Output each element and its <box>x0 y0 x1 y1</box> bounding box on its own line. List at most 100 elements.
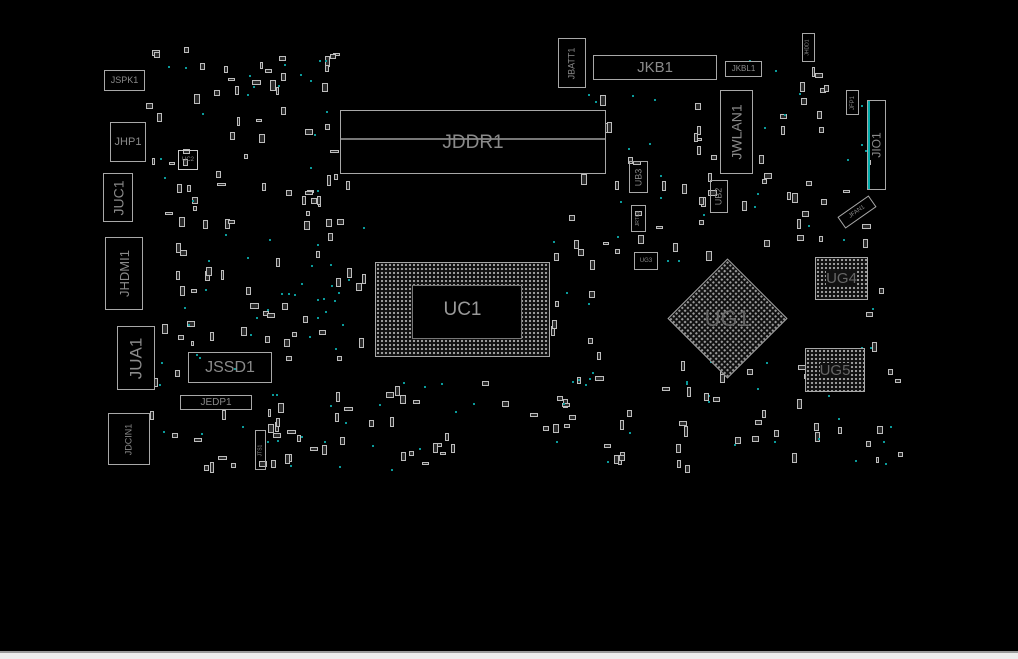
smd-component <box>661 181 667 192</box>
smd-component <box>712 397 720 403</box>
via <box>555 441 558 444</box>
via <box>301 436 304 439</box>
via <box>337 292 340 295</box>
via <box>890 426 893 429</box>
component-ug5[interactable]: UG5 <box>805 348 865 392</box>
smd-component <box>602 241 610 245</box>
component-jhdd1[interactable]: JHDD1 <box>802 33 815 62</box>
component-jssd1[interactable]: JSSD1 <box>188 352 272 383</box>
smd-component <box>805 181 812 187</box>
smd-component <box>813 423 820 431</box>
component-jua1[interactable]: JUA1 <box>117 326 155 390</box>
component-jhp1[interactable]: JHP1 <box>110 122 146 162</box>
smd-component <box>176 271 181 281</box>
via <box>196 354 198 357</box>
component-jwlan1[interactable]: JWLAN1 <box>720 90 753 174</box>
component-label: JKB1 <box>637 59 673 76</box>
smd-component <box>694 133 699 142</box>
via <box>872 308 875 311</box>
component-uc2[interactable]: UC2 <box>178 150 198 170</box>
via <box>184 66 187 69</box>
smd-component <box>171 433 179 439</box>
component-jio1[interactable]: JIO1 <box>867 100 886 190</box>
smd-component <box>194 437 202 442</box>
smd-component <box>203 465 210 471</box>
component-jedp1[interactable]: JEDP1 <box>180 395 252 410</box>
via <box>864 150 867 153</box>
via <box>424 385 427 388</box>
via <box>616 236 619 239</box>
smd-component <box>281 72 287 81</box>
smd-component <box>823 84 829 93</box>
via <box>330 263 333 266</box>
smd-component <box>895 378 902 383</box>
smd-component <box>897 451 904 458</box>
smd-component <box>862 239 868 249</box>
smd-component <box>450 444 455 453</box>
component-jfan1[interactable]: JFAN1 <box>837 195 877 229</box>
horizontal-scrollbar[interactable] <box>0 651 1018 659</box>
smd-component <box>554 252 560 261</box>
component-uc1[interactable]: UC1 <box>375 262 550 357</box>
via <box>159 157 162 160</box>
smd-component <box>241 327 247 337</box>
via <box>577 378 580 381</box>
smd-component <box>698 196 705 205</box>
component-jhdmi1[interactable]: JHDMI1 <box>105 237 143 310</box>
via <box>882 440 885 443</box>
smd-component <box>154 377 158 388</box>
smd-component <box>180 250 188 256</box>
component-jspk1[interactable]: JSPK1 <box>104 70 145 91</box>
smd-component <box>600 94 607 106</box>
component-jdcin1[interactable]: JDCIN1 <box>108 413 150 465</box>
smd-component <box>210 462 214 473</box>
component-ub2[interactable]: UB2 <box>710 180 728 213</box>
smd-component <box>697 145 701 155</box>
component-jfp1[interactable]: JFP1 <box>846 90 859 115</box>
via <box>594 101 597 104</box>
component-ub3[interactable]: UB3 <box>629 161 648 193</box>
component-jbatt1[interactable]: JBATT1 <box>558 38 586 88</box>
component-jkb1[interactable]: JKB1 <box>593 55 717 80</box>
via <box>276 439 279 442</box>
smd-component <box>301 195 307 205</box>
component-label: JBATT1 <box>566 47 577 79</box>
smd-component <box>818 126 824 133</box>
component-jkbl1[interactable]: JKBL1 <box>725 61 762 77</box>
smd-component <box>747 368 753 375</box>
via <box>734 443 737 446</box>
via <box>309 166 312 169</box>
smd-component <box>316 250 321 259</box>
component-jts1[interactable]: JTS1 <box>255 430 266 470</box>
smd-component <box>432 443 438 454</box>
via <box>667 259 670 262</box>
via <box>201 112 204 115</box>
via <box>207 259 210 262</box>
via <box>204 288 207 291</box>
smd-component <box>278 402 285 414</box>
component-jrtc1[interactable]: JRTC1 <box>631 205 646 232</box>
smd-component <box>336 219 345 225</box>
component-ug1[interactable]: UG1 <box>667 258 788 379</box>
smd-component <box>816 111 823 119</box>
via <box>754 206 757 209</box>
smd-component <box>330 150 339 154</box>
smd-component <box>346 181 351 190</box>
smd-component <box>218 455 227 461</box>
smd-component <box>282 302 289 311</box>
component-label: JSPK1 <box>110 75 139 85</box>
component-juc1[interactable]: JUC1 <box>103 173 133 222</box>
smd-component <box>193 205 197 212</box>
smd-component <box>286 355 292 362</box>
via <box>253 86 256 89</box>
smd-component <box>296 434 302 442</box>
smd-component <box>735 436 742 444</box>
component-jddr1[interactable]: JDDR1 <box>340 110 606 174</box>
via <box>317 298 320 301</box>
via <box>756 192 759 195</box>
via <box>607 460 610 463</box>
smd-component <box>801 97 807 106</box>
component-ug3[interactable]: UG3 <box>634 252 658 270</box>
component-ug4[interactable]: UG4 <box>815 257 868 300</box>
